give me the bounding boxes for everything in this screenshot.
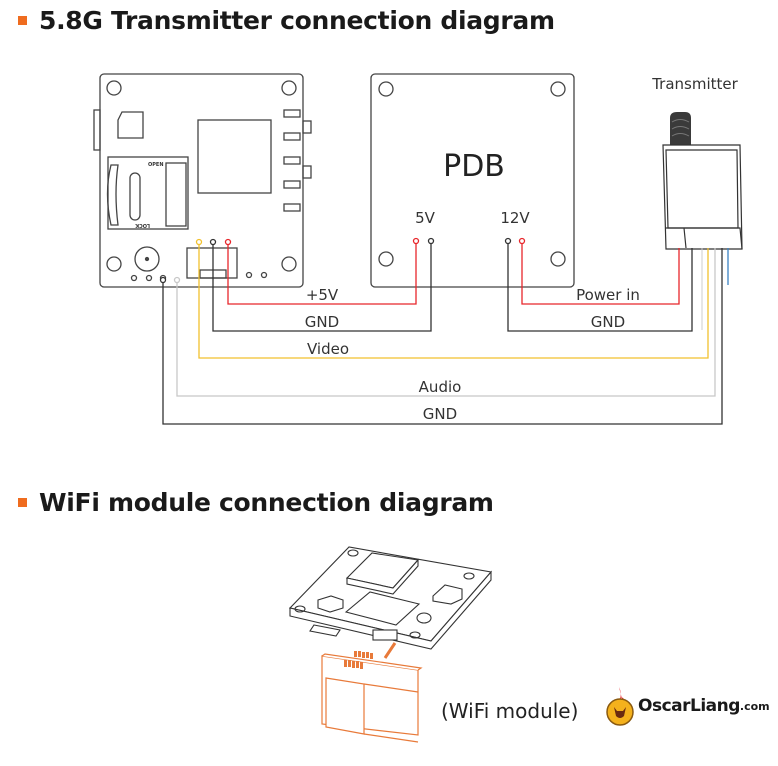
wire-gnd-cam-pdb [212,243,432,332]
wire-label-plus5v: +5V [306,286,339,304]
section-heading-wifi: WiFi module connection diagram [18,488,494,517]
wire-label-gnd-pdb: GND [591,313,625,331]
wires [162,243,729,425]
microphone [134,246,160,272]
connect-arrow [383,642,397,659]
pdb-board [370,73,575,288]
mount-hole [106,80,122,96]
camera-board-isometric [288,546,493,650]
mount-hole [281,256,297,272]
transmitter-label: Transmitter [651,75,738,93]
side-buttons [283,109,312,212]
wire-label-gnd: GND [305,313,339,331]
solder-pads [159,237,526,284]
wire-gnd-pdb-tx [507,243,693,332]
wire-plus5v [227,243,417,305]
sd-lock-label: LOCK [134,222,150,228]
transmitter-device [662,112,743,250]
chip [117,111,144,139]
mount-hole [281,80,297,96]
sd-open-label: OPEN [148,162,164,168]
oscarliang-logo: OscarLiang .com [605,685,770,727]
bullet-icon [18,498,27,507]
bullet-icon [18,16,27,25]
mount-hole [106,256,122,272]
camera-board: OPEN LOCK [93,73,312,288]
section-heading-transmitter: 5.8G Transmitter connection diagram [18,6,555,35]
wire-label-audio: Audio [419,378,462,396]
processor-chip [197,119,272,194]
logo-brand-text: OscarLiang [638,696,740,716]
logo-domain-text: .com [739,699,770,713]
wifi-pin-header [344,651,373,669]
logo-mascot-icon [606,687,634,726]
pad-5v-label: 5V [415,209,436,227]
sd-card-slot: OPEN LOCK [106,156,189,230]
pdb-label: PDB [443,149,505,184]
wire-power-in [521,243,680,305]
wifi-module [321,651,423,743]
wifi-module-caption: (WiFi module) [441,699,579,723]
wire-audio [176,248,716,397]
transmitter-connection-diagram: OPEN LOCK PDB 5V 12V Transmitter [93,73,743,425]
section-title: 5.8G Transmitter connection diagram [39,6,555,35]
wire-video [198,243,709,359]
pad-12v-label: 12V [500,209,530,227]
wire-label-power-in: Power in [576,286,640,304]
wire-label-video: Video [307,340,349,358]
wire-gnd-long [162,248,723,425]
wire-label-gnd-long: GND [423,405,457,423]
section-title: WiFi module connection diagram [39,488,494,517]
side-connector [93,109,101,151]
